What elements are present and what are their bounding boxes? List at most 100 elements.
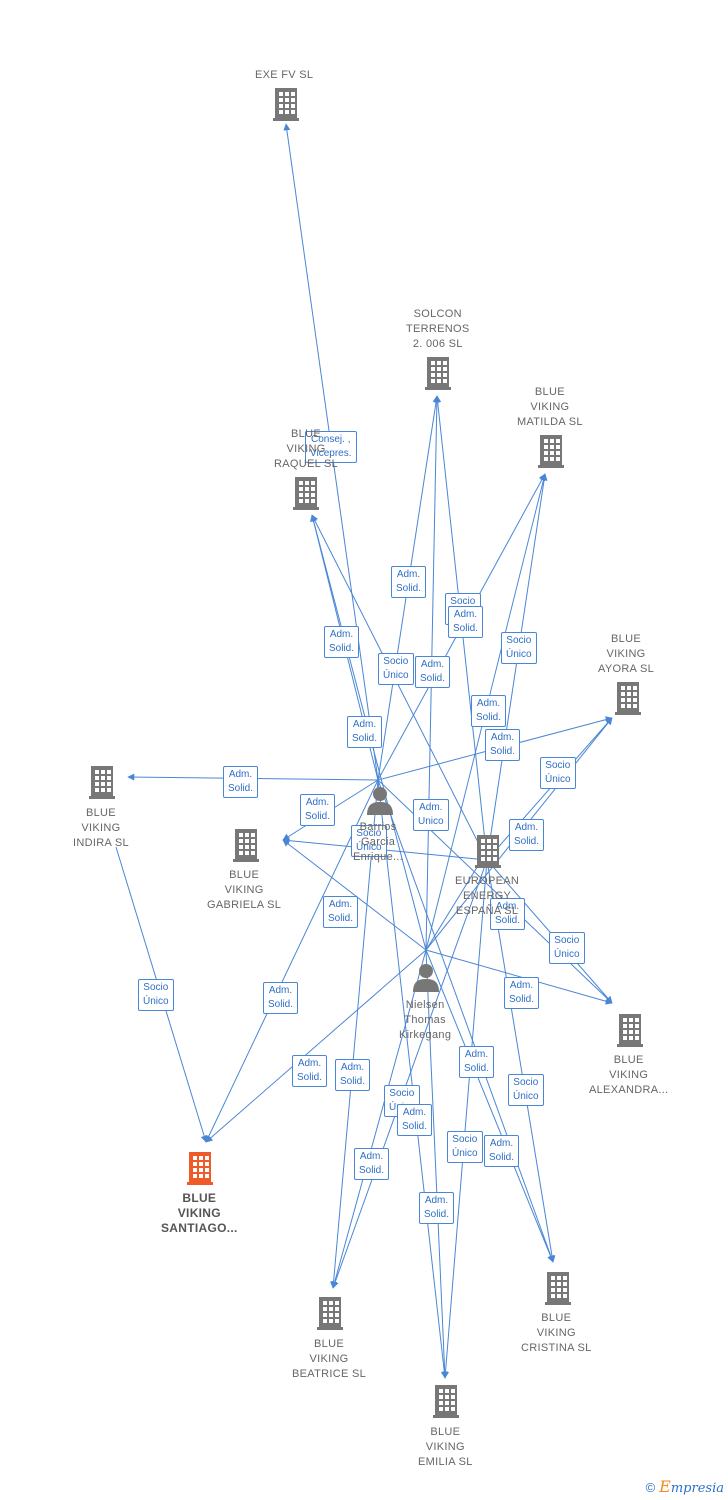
building-icon — [425, 357, 451, 393]
person1-label-text: Barrios Garcia Enrique... — [353, 821, 404, 863]
edge-label-nielsen-to-solcon[interactable]: Adm. Solid. — [415, 656, 451, 688]
edge-label-person1-to-beatrice[interactable]: Adm. Solid. — [335, 1059, 371, 1091]
alexandra-node-icon[interactable] — [617, 1013, 643, 1052]
edge-label-person1-to-gabriela[interactable]: Adm. Solid. — [300, 794, 336, 826]
copyright-symbol: © — [645, 1480, 656, 1495]
edge-label-european-to-cristina[interactable]: Socio Único — [508, 1074, 544, 1106]
exe-node-icon[interactable] — [273, 87, 299, 126]
emilia-label-text: BLUE VIKING EMILIA SL — [418, 1426, 473, 1468]
building-icon — [433, 1385, 459, 1421]
edge-label-person1-to-cristina[interactable]: Adm. Solid. — [459, 1046, 495, 1078]
beatrice-node-label[interactable]: BLUE VIKING BEATRICE SL — [292, 1337, 366, 1382]
edge-european-to-matilda — [486, 473, 548, 861]
european-label-text: EUROPEAN ENERGY ESPAÑA SL — [455, 875, 520, 917]
nielsen-label-text: Nielsen Thomas Kirkegang — [399, 999, 452, 1041]
ayora-node-label[interactable]: BLUE VIKING AYORA SL — [598, 632, 654, 677]
footer-brand[interactable]: ©Empresia — [646, 1477, 724, 1496]
edge-nielsen-to-emilia — [425, 949, 449, 1379]
building-icon — [233, 829, 259, 865]
ayora-node-icon[interactable] — [615, 681, 641, 720]
indira-label-text: BLUE VIKING INDIRA SL — [73, 807, 129, 849]
nielsen-node-icon[interactable] — [411, 962, 441, 997]
edge-label-person1-to-emilia[interactable]: Adm. Solid. — [397, 1104, 433, 1136]
beatrice-label-text: BLUE VIKING BEATRICE SL — [292, 1338, 367, 1380]
edge-label-person1-to-alexandra[interactable]: Adm. Solid. — [490, 898, 526, 930]
raquel-node-label[interactable]: BLUE VIKING RAQUEL SL — [274, 427, 338, 472]
edge-label-person1-to-matilda[interactable]: Adm. Solid. — [448, 606, 484, 638]
edge-label-person1-to-santiago[interactable]: Adm. Solid. — [263, 982, 299, 1014]
edge-person1-to-beatrice — [330, 779, 379, 1289]
edge-label-person1-to-exe[interactable]: Consej. , Vicepres. — [305, 431, 357, 463]
exe-node-label[interactable]: EXE FV SL — [255, 68, 313, 83]
cristina-node-label[interactable]: BLUE VIKING CRISTINA SL — [521, 1311, 592, 1356]
edge-label-nielsen-to-emilia[interactable]: Adm. Solid. — [419, 1192, 455, 1224]
edge-label-nielsen-to-beatrice[interactable]: Adm. Solid. — [354, 1148, 390, 1180]
edge-nielsen-to-alexandra — [425, 949, 613, 1005]
edge-european-to-raquel — [311, 514, 488, 861]
indira-node-icon[interactable] — [89, 765, 115, 804]
edge-person1-to-emilia — [377, 779, 448, 1379]
edge-label-person1-to-raquel[interactable]: Adm. Solid. — [324, 626, 360, 658]
edge-label-person1-to-solcon[interactable]: Adm. Solid. — [391, 566, 427, 598]
building-icon — [187, 1152, 213, 1188]
edge-label-person1-to-indira[interactable]: Adm. Solid. — [223, 766, 259, 798]
solcon-label-text: SOLCON TERRENOS 2. 006 SL — [406, 308, 470, 350]
cristina-node-icon[interactable] — [545, 1271, 571, 1310]
brand-logo-text: mpresia — [670, 1481, 724, 1496]
edge-european-to-beatrice — [331, 859, 488, 1289]
edge-person1-to-cristina — [377, 779, 555, 1263]
exe-label-text: EXE FV SL — [255, 69, 314, 81]
edge-label-nielsen-to-gabriela[interactable]: Adm. Solid. — [323, 896, 359, 928]
nielsen-node-label[interactable]: Nielsen Thomas Kirkegang — [399, 998, 451, 1043]
edge-european-to-emilia — [442, 859, 488, 1379]
edge-label-nielsen-to-ayora[interactable]: Adm. Solid. — [509, 819, 545, 851]
solcon-node-label[interactable]: SOLCON TERRENOS 2. 006 SL — [406, 307, 470, 352]
beatrice-node-icon[interactable] — [317, 1296, 343, 1335]
edge-label-european-to-gabriela[interactable]: Socio Único — [351, 825, 387, 857]
building-icon — [617, 1014, 643, 1050]
edge-nielsen-to-beatrice — [331, 949, 427, 1289]
building-icon — [615, 682, 641, 718]
building-icon — [293, 477, 319, 513]
alexandra-node-label[interactable]: BLUE VIKING ALEXANDRA... — [589, 1053, 668, 1098]
european-node-icon[interactable] — [475, 834, 501, 873]
edge-label-nielsen-to-raquel[interactable]: Adm. Solid. — [347, 716, 383, 748]
santiago-label-text: BLUE VIKING SANTIAGO... — [161, 1191, 238, 1235]
alexandra-label-text: BLUE VIKING ALEXANDRA... — [589, 1054, 669, 1096]
santiago-node-icon[interactable] — [187, 1151, 213, 1190]
matilda-node-label[interactable]: BLUE VIKING MATILDA SL — [517, 385, 583, 430]
edge-label-european-to-alexandra[interactable]: Socio Único — [549, 932, 585, 964]
santiago-node-label[interactable]: BLUE VIKING SANTIAGO... — [161, 1191, 238, 1236]
edge-label-european-to-ayora[interactable]: Socio Único — [540, 757, 576, 789]
edge-label-european-to-matilda[interactable]: Socio Único — [501, 632, 537, 664]
edge-label-nielsen-to-alexandra[interactable]: Adm. Solid. — [504, 977, 540, 1009]
matilda-node-icon[interactable] — [538, 434, 564, 473]
solcon-node-icon[interactable] — [425, 356, 451, 395]
raquel-label-text: BLUE VIKING RAQUEL SL — [274, 428, 339, 470]
edge-person1-to-santiago — [205, 779, 379, 1143]
edge-label-european-to-emilia[interactable]: Socio Único — [447, 1131, 483, 1163]
matilda-label-text: BLUE VIKING MATILDA SL — [517, 386, 583, 428]
european-node-label[interactable]: EUROPEAN ENERGY ESPAÑA SL — [455, 874, 519, 919]
gabriela-node-label[interactable]: BLUE VIKING GABRIELA SL — [207, 868, 281, 913]
raquel-node-icon[interactable] — [293, 476, 319, 515]
edge-label-nielsen-to-matilda[interactable]: Adm. Solid. — [471, 695, 507, 727]
person1-node-label[interactable]: Barrios Garcia Enrique... — [353, 820, 403, 865]
emilia-node-label[interactable]: BLUE VIKING EMILIA SL — [418, 1425, 473, 1470]
edge-nielsen-to-santiago — [205, 949, 427, 1143]
edge-label-nielsen-to-cristina[interactable]: Adm. Solid. — [484, 1135, 520, 1167]
indira-node-label[interactable]: BLUE VIKING INDIRA SL — [73, 806, 129, 851]
edge-label-nielsen-to-santiago[interactable]: Adm. Solid. — [292, 1055, 328, 1087]
edge-label-indira-to-santiago[interactable]: Socio Único — [138, 979, 174, 1011]
edge-label-person1-to-ayora[interactable]: Adm. Solid. — [485, 729, 521, 761]
person1-node-icon[interactable] — [365, 785, 395, 820]
emilia-node-icon[interactable] — [433, 1384, 459, 1423]
edge-nielsen-to-cristina — [425, 949, 554, 1263]
edge-label-nielsen-to-european[interactable]: Adm. Unico — [413, 799, 449, 831]
gabriela-node-icon[interactable] — [233, 828, 259, 867]
edge-label-european-to-raquel[interactable]: Socio Único — [378, 653, 414, 685]
gabriela-label-text: BLUE VIKING GABRIELA SL — [207, 869, 282, 911]
edge-european-to-ayora — [486, 717, 613, 861]
edge-european-to-alexandra — [486, 859, 613, 1004]
